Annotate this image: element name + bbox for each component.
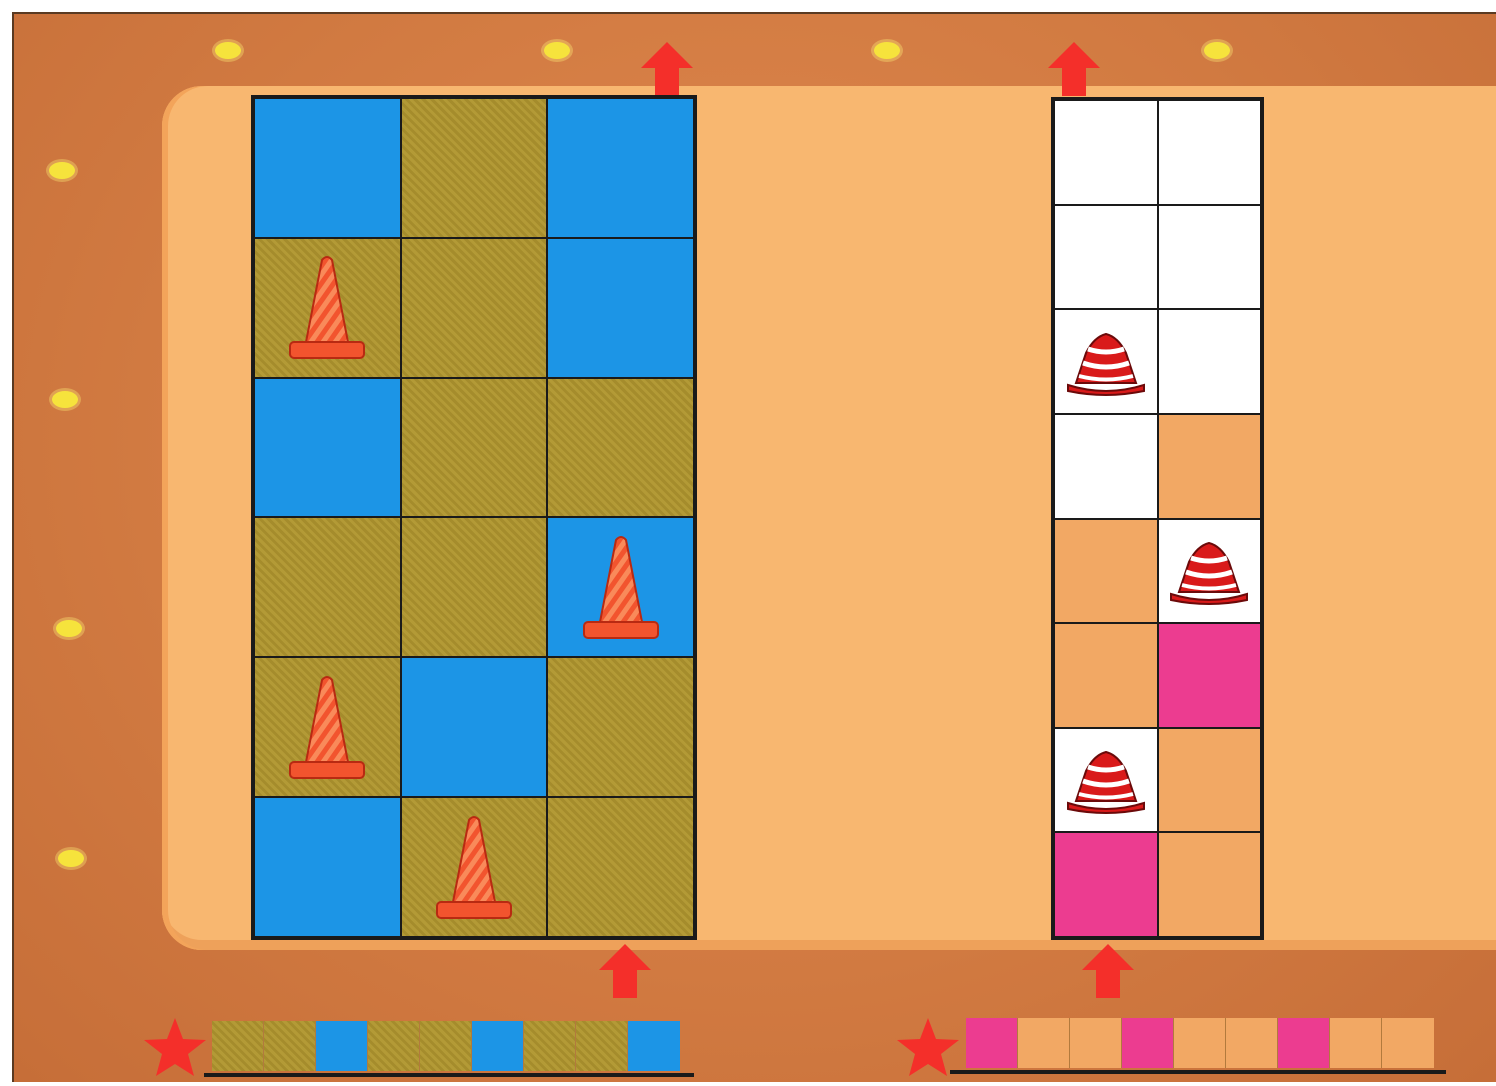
right-answer-square-7[interactable] <box>1330 1018 1382 1068</box>
exit-arrow-up-icon <box>639 40 695 98</box>
light-bulb-icon <box>58 850 84 867</box>
right-grid-cell-r7-c0[interactable] <box>1054 832 1158 937</box>
left-grid-cell-r4-c0[interactable] <box>254 657 401 797</box>
traffic-cone-icon <box>284 254 370 366</box>
striped-cone-hat-icon <box>1064 749 1148 815</box>
left-grid-cell-r3-c0[interactable] <box>254 517 401 657</box>
star-icon <box>895 1016 961 1078</box>
right-grid-cell-r7-c1[interactable] <box>1158 832 1262 937</box>
right-answer-square-6[interactable] <box>1278 1018 1330 1068</box>
light-bulb-icon <box>215 42 241 59</box>
left-answer-square-1[interactable] <box>264 1021 316 1071</box>
light-bulb-icon <box>874 42 900 59</box>
left-grid-cell-r2-c1[interactable] <box>401 378 548 518</box>
right-grid-cell-r2-c0[interactable] <box>1054 309 1158 414</box>
left-answer-strip <box>212 1021 680 1071</box>
left-grid-cell-r1-c1[interactable] <box>401 238 548 378</box>
left-grid-cell-r5-c0[interactable] <box>254 797 401 937</box>
light-bulb-icon <box>56 620 82 637</box>
light-bulb-icon <box>49 162 75 179</box>
right-grid-cell-r2-c1[interactable] <box>1158 309 1262 414</box>
left-grid-cell-r1-c0[interactable] <box>254 238 401 378</box>
traffic-cone-icon <box>578 534 664 646</box>
right-grid-cell-r1-c0[interactable] <box>1054 205 1158 310</box>
right-answer-strip <box>966 1018 1434 1068</box>
right-answer-square-0[interactable] <box>966 1018 1018 1068</box>
arrow-shape <box>599 944 651 998</box>
striped-cone-hat-icon <box>1167 540 1251 606</box>
left-grid-cell-r2-c2[interactable] <box>547 378 694 518</box>
traffic-cone-icon <box>431 814 517 926</box>
left-grid-cell-r5-c1[interactable] <box>401 797 548 937</box>
left-grid-cell-r0-c1[interactable] <box>401 98 548 238</box>
right-grid-cell-r1-c1[interactable] <box>1158 205 1262 310</box>
right-grid-cell-r3-c0[interactable] <box>1054 414 1158 519</box>
traffic-cone-icon <box>284 674 370 786</box>
arrow-shape <box>1048 42 1100 96</box>
right-answer-square-1[interactable] <box>1018 1018 1070 1068</box>
entry-arrow-up-icon <box>597 942 653 1000</box>
arrow-shape <box>641 42 693 96</box>
left-answer-square-2[interactable] <box>316 1021 368 1071</box>
right-grid-cell-r5-c0[interactable] <box>1054 623 1158 728</box>
left-answer-square-5[interactable] <box>472 1021 524 1071</box>
right-grid-cell-r0-c0[interactable] <box>1054 100 1158 205</box>
right-answer-underline <box>950 1070 1446 1074</box>
star-shape <box>144 1018 206 1076</box>
right-answer-square-5[interactable] <box>1226 1018 1278 1068</box>
left-answer-square-4[interactable] <box>420 1021 472 1071</box>
right-grid-cell-r4-c1[interactable] <box>1158 519 1262 624</box>
light-bulb-icon <box>1204 42 1230 59</box>
star-icon <box>142 1016 208 1078</box>
right-grid-cell-r5-c1[interactable] <box>1158 623 1262 728</box>
right-grid-cell-r6-c1[interactable] <box>1158 728 1262 833</box>
left-answer-square-6[interactable] <box>524 1021 576 1071</box>
right-grid-cell-r4-c0[interactable] <box>1054 519 1158 624</box>
left-answer-underline <box>204 1073 694 1077</box>
star-shape <box>897 1018 959 1076</box>
left-path-grid <box>251 95 697 940</box>
right-answer-square-8[interactable] <box>1382 1018 1434 1068</box>
striped-cone-hat-icon <box>1064 331 1148 397</box>
right-answer-square-3[interactable] <box>1122 1018 1174 1068</box>
left-grid-cell-r5-c2[interactable] <box>547 797 694 937</box>
left-answer-square-8[interactable] <box>628 1021 680 1071</box>
right-answer-square-4[interactable] <box>1174 1018 1226 1068</box>
left-answer-square-0[interactable] <box>212 1021 264 1071</box>
left-answer-square-7[interactable] <box>576 1021 628 1071</box>
left-grid-cell-r0-c2[interactable] <box>547 98 694 238</box>
right-grid-cell-r3-c1[interactable] <box>1158 414 1262 519</box>
left-grid-cell-r3-c2[interactable] <box>547 517 694 657</box>
right-grid-cell-r6-c0[interactable] <box>1054 728 1158 833</box>
entry-arrow-up-icon <box>1080 942 1136 1000</box>
right-path-grid <box>1051 97 1264 940</box>
left-answer-square-3[interactable] <box>368 1021 420 1071</box>
right-grid-cell-r0-c1[interactable] <box>1158 100 1262 205</box>
left-grid-cell-r1-c2[interactable] <box>547 238 694 378</box>
light-bulb-icon <box>52 391 78 408</box>
right-answer-square-2[interactable] <box>1070 1018 1122 1068</box>
light-bulb-icon <box>544 42 570 59</box>
exit-arrow-up-icon <box>1046 40 1102 98</box>
left-grid-cell-r4-c1[interactable] <box>401 657 548 797</box>
arrow-shape <box>1082 944 1134 998</box>
left-grid-cell-r2-c0[interactable] <box>254 378 401 518</box>
left-grid-cell-r0-c0[interactable] <box>254 98 401 238</box>
left-grid-cell-r3-c1[interactable] <box>401 517 548 657</box>
left-grid-cell-r4-c2[interactable] <box>547 657 694 797</box>
